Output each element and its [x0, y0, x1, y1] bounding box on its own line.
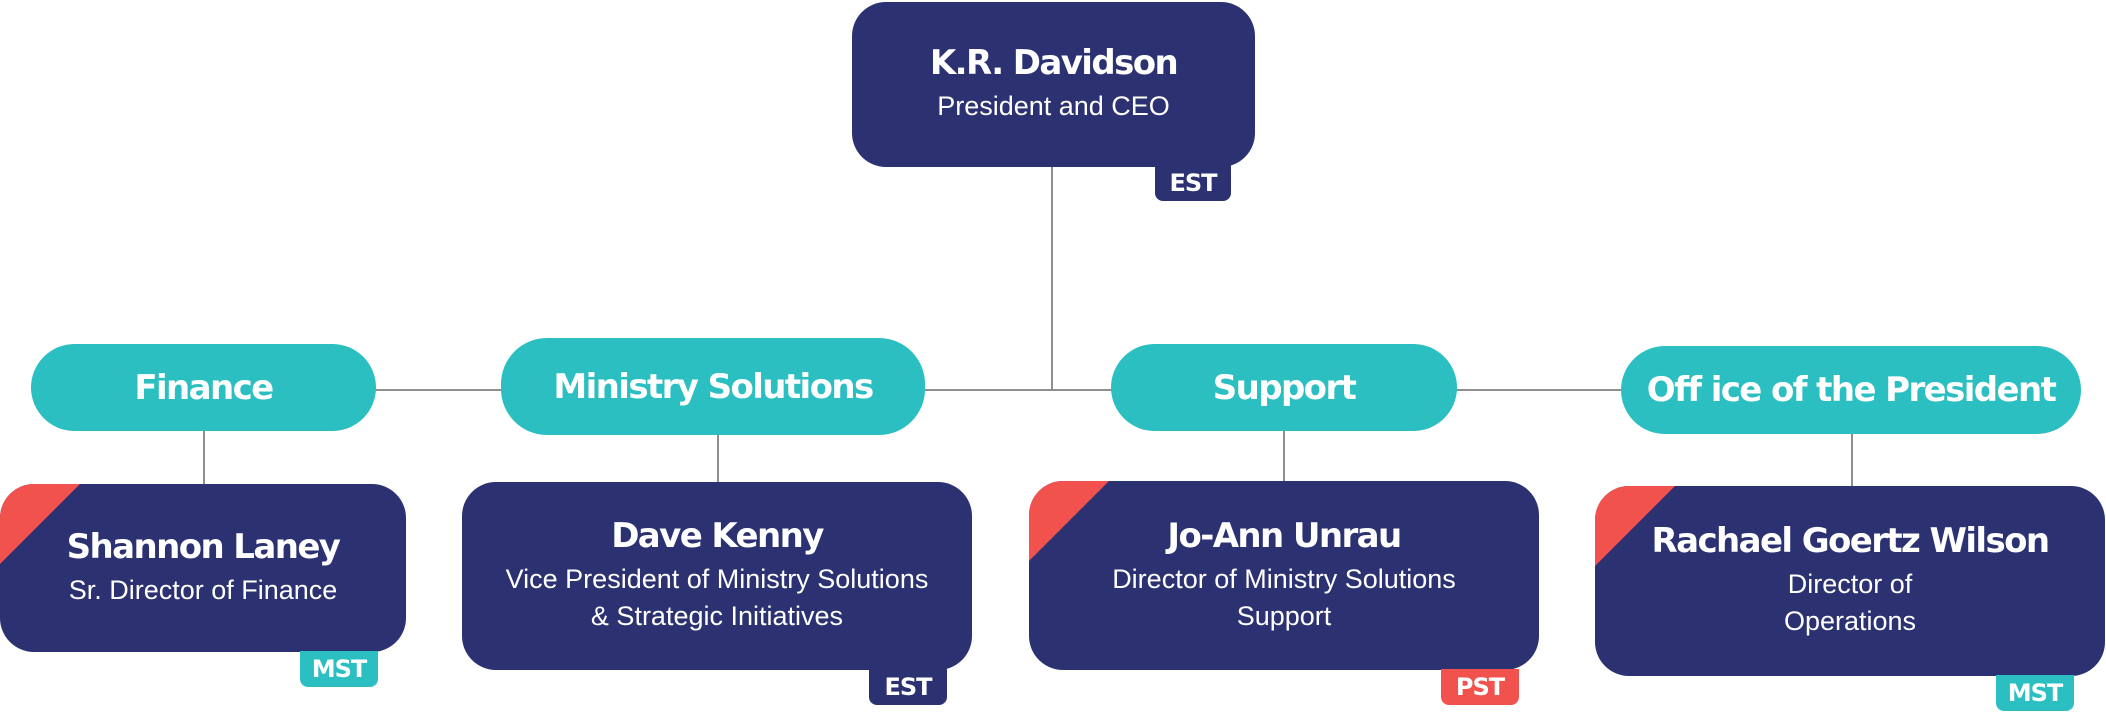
department-support: Support	[1111, 344, 1457, 431]
department-label: Finance	[134, 367, 274, 408]
leader-name: Rachael Goertz Wilson	[1651, 521, 2051, 562]
leader-name: Jo-Ann Unrau	[1167, 515, 1402, 556]
leader-name: Dave Kenny	[611, 516, 824, 557]
department-label: Support	[1212, 367, 1357, 408]
ceo-box: K.R. Davidson President and CEO	[852, 2, 1255, 167]
leader-card-office-of-the-president: Rachael Goertz Wilson Director of Operat…	[1595, 486, 2105, 676]
department-office-of-the-president: Off ice of the President	[1621, 346, 2081, 434]
leader-timezone-badge: PST	[1441, 669, 1519, 705]
ceo-title: President and CEO	[937, 91, 1170, 122]
department-label: Ministry Solutions	[553, 366, 874, 407]
leader-name: Shannon Laney	[66, 526, 341, 567]
ceo-name: K.R. Davidson	[929, 43, 1179, 84]
leader-timezone-badge: MST	[1996, 675, 2074, 711]
leader-title: Director of Ministry Solutions Support	[1112, 563, 1456, 631]
leader-timezone-badge: EST	[869, 669, 947, 705]
leader-title: Director of Operations	[1783, 569, 1917, 637]
leader-title: Sr. Director of Finance	[68, 574, 338, 605]
corner-accent	[1595, 486, 1675, 566]
ceo-timezone-badge: EST	[1155, 165, 1231, 201]
leader-card-ministry-solutions: Dave Kenny Vice President of Ministry So…	[462, 482, 972, 670]
department-finance: Finance	[31, 344, 376, 431]
department-label: Off ice of the President	[1646, 370, 2057, 410]
leader-title: Vice President of Ministry Solutions & S…	[505, 564, 929, 632]
corner-accent	[1029, 481, 1109, 561]
leader-timezone-badge: MST	[300, 651, 378, 687]
leader-card-support: Jo-Ann Unrau Director of Ministry Soluti…	[1029, 481, 1539, 670]
leader-card-finance: Shannon Laney Sr. Director of Finance	[0, 484, 406, 652]
department-ministry-solutions: Ministry Solutions	[501, 338, 925, 435]
corner-accent	[0, 484, 80, 564]
